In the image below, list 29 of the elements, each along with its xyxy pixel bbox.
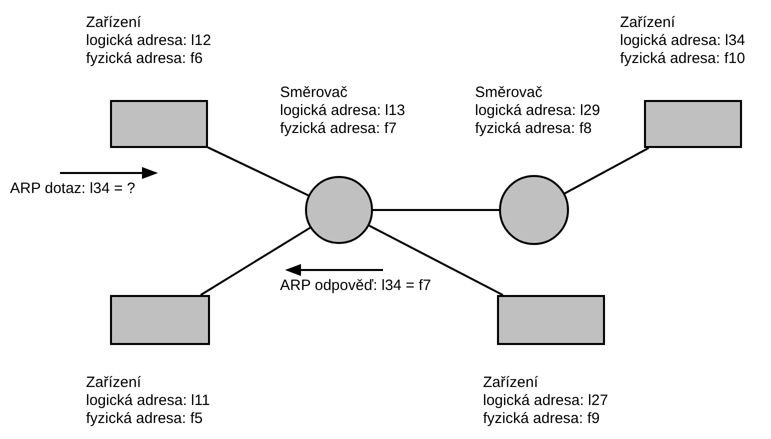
- node-caption: Zařízení: [620, 14, 676, 32]
- connector-line: [368, 224, 504, 296]
- node-caption: logická adresa: l27: [483, 392, 608, 410]
- connector-line: [373, 209, 499, 211]
- device-box: [497, 295, 605, 345]
- node-caption: fyzická adresa: f8: [475, 120, 592, 138]
- node-caption: logická adresa: l13: [280, 102, 406, 120]
- node-caption: Směrovač: [280, 84, 348, 102]
- node-caption: Zařízení: [483, 374, 538, 392]
- node-caption: logická adresa: l12: [86, 32, 212, 50]
- connector-line: [564, 147, 650, 194]
- node-caption: Směrovač: [475, 84, 543, 102]
- node-caption: Zařízení: [86, 374, 142, 392]
- device-box: [110, 100, 208, 148]
- device-box: [110, 295, 210, 345]
- node-caption: fyzická adresa: f6: [86, 50, 203, 68]
- message-label: ARP odpověď: l34 = f7: [280, 277, 432, 295]
- node-caption: logická adresa: l11: [86, 392, 210, 410]
- node-caption: logická adresa: l29: [475, 102, 600, 120]
- connector-line: [208, 146, 309, 196]
- node-caption: fyzická adresa: f5: [86, 410, 203, 428]
- connector-line: [200, 226, 311, 296]
- node-caption: fyzická adresa: f7: [280, 120, 397, 138]
- message-label: ARP dotaz: l34 = ?: [10, 180, 136, 198]
- node-caption: logická adresa: l34: [620, 32, 746, 50]
- device-box: [644, 100, 742, 148]
- node-caption: fyzická adresa: f10: [620, 50, 746, 68]
- node-caption: Zařízení: [86, 14, 142, 32]
- node-caption: fyzická adresa: f9: [483, 410, 600, 428]
